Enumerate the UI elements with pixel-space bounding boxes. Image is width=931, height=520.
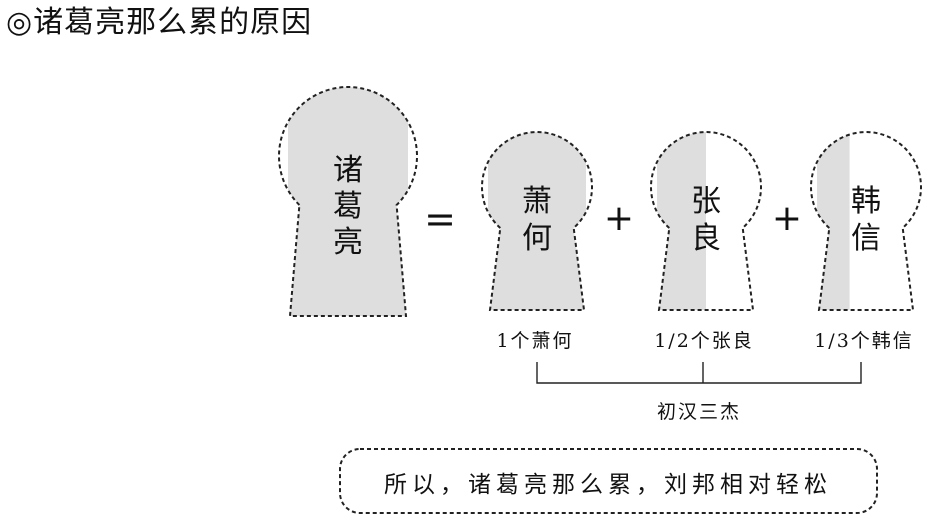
summary-box <box>339 448 878 514</box>
keyhole-char: 葛 <box>333 189 363 224</box>
keyhole-zhang-liang: 张 良 <box>650 131 762 311</box>
group-bracket <box>536 362 862 384</box>
keyhole-fill <box>288 87 408 316</box>
keyhole-fill <box>488 132 586 310</box>
group-label: 初汉三杰 <box>657 401 741 423</box>
caption-xiao-he: 1个萧何 <box>496 330 573 352</box>
keyhole-char: 何 <box>522 221 552 256</box>
plus-sign: + <box>604 198 634 239</box>
keyhole-outline <box>810 131 922 311</box>
caption-han-xin: 1/3个韩信 <box>814 330 914 352</box>
keyhole-char: 亮 <box>333 225 363 260</box>
keyhole-char: 信 <box>851 221 881 256</box>
keyhole-outline <box>481 131 593 311</box>
keyhole-han-xin: 韩 信 <box>810 131 922 311</box>
keyhole-char: 韩 <box>851 184 881 219</box>
keyhole-fill <box>657 132 706 310</box>
caption-zhang-liang: 1/2个张良 <box>654 330 754 352</box>
summary-text: 所以，诸葛亮那么累，刘邦相对轻松 <box>384 472 832 498</box>
keyhole-xiao-he: 萧 何 <box>481 131 593 311</box>
keyhole-char: 萧 <box>522 184 552 219</box>
equals-sign: = <box>424 197 456 241</box>
keyhole-zhuge-liang: 诸 葛 亮 <box>278 86 418 317</box>
keyhole-outline <box>650 131 762 311</box>
keyhole-char: 诸 <box>333 153 363 188</box>
keyhole-char: 良 <box>691 221 721 256</box>
plus-sign: + <box>772 198 802 239</box>
keyhole-char: 张 <box>691 184 721 219</box>
page-title: ◎诸葛亮那么累的原因 <box>6 5 313 40</box>
